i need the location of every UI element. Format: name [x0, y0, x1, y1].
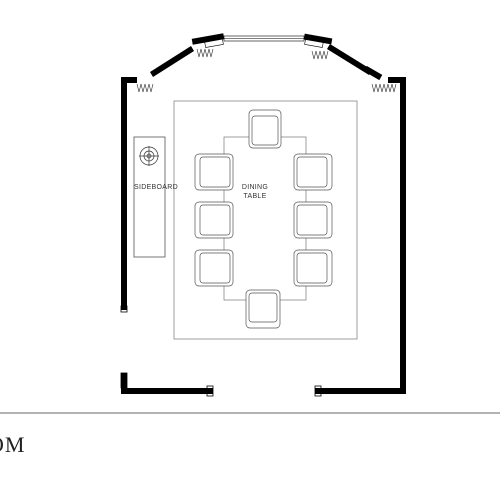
jamb-bottom-right	[314, 385, 322, 397]
jamb-bottom-left	[206, 385, 214, 397]
curtain-bay-left	[196, 48, 214, 58]
walls	[121, 33, 406, 394]
wall-bottom-right	[315, 388, 406, 394]
window-top-left-corner	[204, 38, 224, 48]
chair-left-1	[194, 153, 234, 191]
chair-right-1	[293, 153, 333, 191]
table-label-line1: DINING	[242, 184, 268, 191]
wall-top-left	[121, 77, 137, 83]
bay-wall-top-left	[191, 33, 225, 45]
wall-bottom-left	[121, 388, 213, 394]
bay-wall-right-diagonal	[327, 44, 372, 75]
sideboard	[133, 136, 166, 258]
curtain-right-wall	[371, 83, 397, 93]
wall-right	[400, 77, 406, 394]
chair-right-2	[293, 201, 333, 239]
wall-left	[121, 77, 127, 310]
chair-left-2	[194, 201, 234, 239]
chairs	[194, 109, 333, 329]
wall-top-right	[388, 77, 406, 83]
bay-wall-corner-right	[363, 65, 383, 81]
curtains	[136, 48, 397, 93]
openings	[120, 305, 322, 397]
sideboard-label: SIDEBOARD	[134, 184, 178, 191]
lamp-icon	[139, 146, 159, 166]
bay-wall-top-right	[303, 33, 333, 45]
window-top-right-corner	[304, 38, 324, 48]
room-caption: OM	[0, 432, 26, 457]
table-label-line2: TABLE	[243, 193, 266, 200]
curtain-bay-right	[311, 50, 329, 60]
chair-right-3	[293, 249, 333, 287]
wall-left-stub	[121, 373, 127, 394]
curtain-left-wall	[136, 83, 154, 93]
rug	[173, 100, 358, 340]
chair-head-bottom	[245, 289, 281, 329]
bay-wall-left-diagonal	[150, 46, 194, 77]
windows	[204, 35, 324, 48]
chair-left-3	[194, 249, 234, 287]
chair-head-top	[248, 109, 282, 149]
jamb-left-lower	[120, 305, 128, 313]
